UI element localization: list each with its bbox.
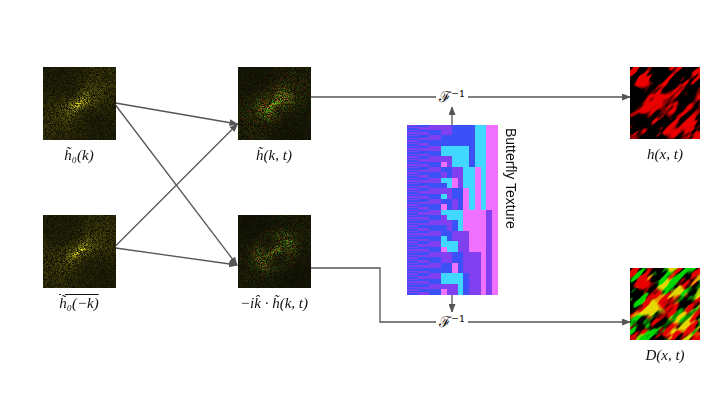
arrow-connector bbox=[451, 107, 452, 125]
operator-node: ℱ⁻¹ bbox=[436, 87, 468, 107]
arrow-connector bbox=[468, 321, 630, 322]
image-tile: −ik̂ · h̃(k, t) bbox=[237, 215, 311, 312]
arrow-connector bbox=[116, 124, 238, 246]
math-caption: h̃(k, t) bbox=[238, 146, 311, 164]
math-caption: −ik̂ · h̃(k, t) bbox=[237, 294, 311, 312]
operator-label: ℱ⁻¹ bbox=[436, 87, 468, 107]
tile-space bbox=[43, 215, 116, 288]
spectrum-image bbox=[238, 215, 311, 288]
vertical-label: Butterfly Texture bbox=[502, 128, 519, 229]
math-caption: h̃₀(k) bbox=[43, 146, 116, 164]
arrow-connector bbox=[116, 248, 238, 265]
arrow-connector bbox=[116, 105, 238, 265]
image-tile: D(x, t) bbox=[630, 268, 700, 364]
spectrum-image bbox=[238, 67, 311, 140]
tile-space bbox=[43, 67, 116, 140]
tile-space bbox=[630, 268, 700, 340]
tile-space bbox=[237, 215, 311, 288]
spectrum-image bbox=[43, 67, 116, 140]
tile-space bbox=[630, 67, 700, 139]
image-tile: h̃₀(−k) bbox=[43, 215, 116, 312]
texture-tile: Butterfly Texture bbox=[407, 125, 523, 295]
arrow-connector bbox=[468, 96, 630, 97]
image-tile: h̃₀(k) bbox=[43, 67, 116, 164]
arrow-connector bbox=[311, 96, 437, 97]
spectrum-image bbox=[43, 215, 116, 288]
height-map-image bbox=[630, 67, 700, 139]
displacement-map-image bbox=[630, 268, 700, 340]
butterfly-texture-image bbox=[407, 125, 498, 295]
operator-label: ℱ⁻¹ bbox=[436, 312, 468, 332]
math-caption: D(x, t) bbox=[630, 346, 700, 364]
math-caption: h̃₀(−k) bbox=[43, 294, 116, 312]
arrow-connector bbox=[116, 103, 238, 124]
tile-space bbox=[238, 67, 311, 140]
image-tile: h(x, t) bbox=[630, 67, 700, 163]
math-caption: h(x, t) bbox=[630, 145, 700, 163]
operator-node: ℱ⁻¹ bbox=[436, 312, 468, 332]
arrow-connector bbox=[451, 295, 452, 312]
image-tile: h̃(k, t) bbox=[238, 67, 311, 164]
